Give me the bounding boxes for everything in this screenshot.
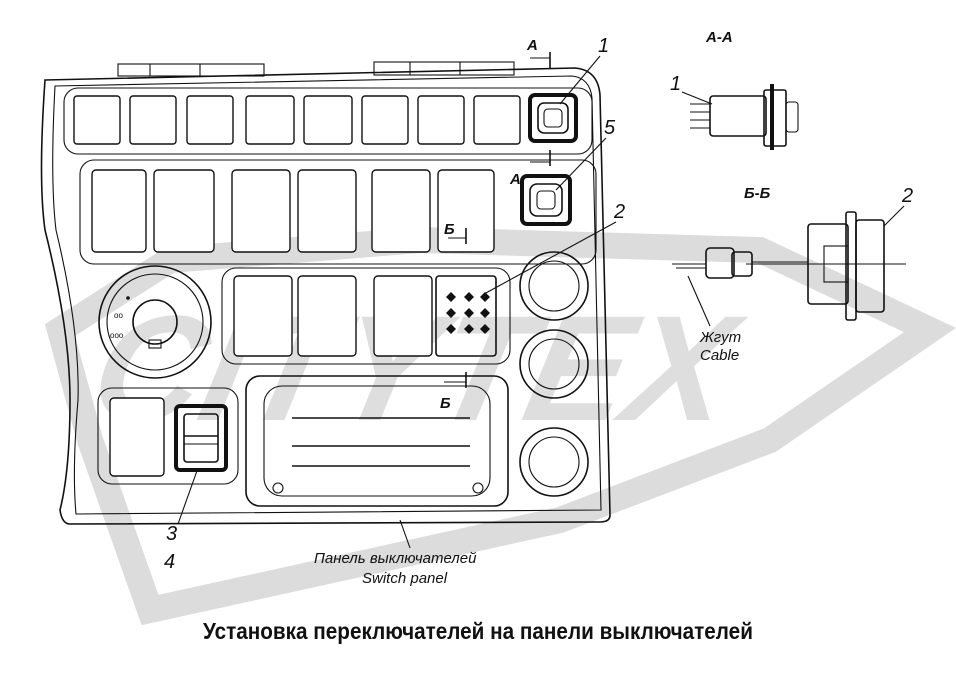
svg-text:А: А xyxy=(526,37,538,54)
svg-text:ooo: ooo xyxy=(110,331,124,340)
section-a-mark: А А xyxy=(509,37,551,188)
round-gauges xyxy=(519,251,589,497)
svg-text:2: 2 xyxy=(901,185,913,207)
diagram-caption: Установка переключателей на панели выклю… xyxy=(203,618,753,644)
panel-body: oo ooo xyxy=(40,61,611,525)
svg-text:Switch panel: Switch panel xyxy=(362,570,448,587)
switch-2-contacts xyxy=(446,292,490,334)
callouts-main: 1 5 2 3 4 xyxy=(164,35,625,573)
svg-text:А-А: А-А xyxy=(705,29,733,46)
svg-text:Б-Б: Б-Б xyxy=(744,185,771,202)
svg-text:1: 1 xyxy=(598,35,609,57)
svg-text:4: 4 xyxy=(164,551,175,573)
panel-label: Панель выключателей Switch panel xyxy=(314,519,477,587)
svg-text:Жгут: Жгут xyxy=(699,329,741,346)
detail-aa: А-А 1 xyxy=(670,29,799,150)
switch-3 xyxy=(174,404,228,472)
svg-text:Cable: Cable xyxy=(700,347,739,364)
svg-text:1: 1 xyxy=(670,73,681,95)
svg-text:3: 3 xyxy=(166,523,177,545)
section-b-mark: Б Б xyxy=(440,221,467,412)
svg-text:Панель выключателей: Панель выключателей xyxy=(314,550,477,567)
switch-2 xyxy=(435,275,497,357)
watermark-logo: CITYTEX xyxy=(44,226,956,626)
svg-text:Б: Б xyxy=(440,395,451,412)
detail-bb: Б-Б 2 Жгут Cable xyxy=(672,185,913,364)
svg-text:А: А xyxy=(509,171,521,188)
switch-5 xyxy=(520,174,572,226)
svg-text:Б: Б xyxy=(444,221,455,238)
svg-text:oo: oo xyxy=(114,311,123,320)
svg-text:5: 5 xyxy=(604,117,616,139)
switch-1 xyxy=(528,93,578,143)
svg-text:2: 2 xyxy=(613,201,625,223)
